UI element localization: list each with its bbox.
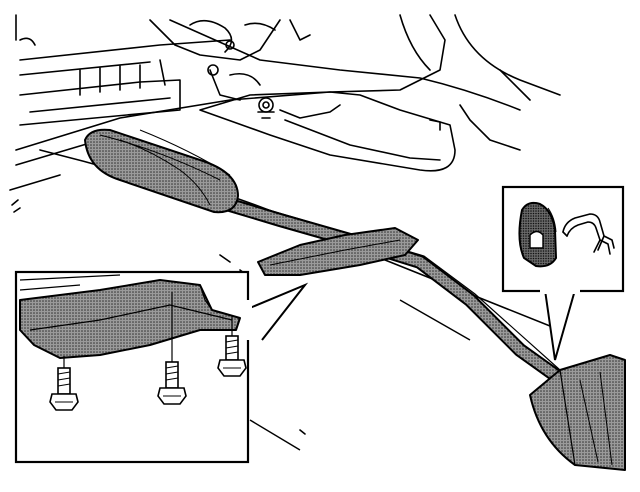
wire-clip-icon — [562, 213, 615, 255]
muffler — [529, 354, 626, 471]
callout-heat-shield — [19, 274, 241, 359]
bolts-callout — [14, 270, 309, 464]
bolt-icon — [217, 316, 247, 377]
rubber-hanger-icon — [518, 201, 558, 268]
exhaust-pipe — [223, 198, 562, 382]
catalytic-converter — [83, 128, 240, 214]
ground-lines — [249, 299, 471, 451]
bolt-icon — [157, 292, 187, 405]
hanger-callout — [501, 185, 625, 361]
bolt-icon — [49, 356, 79, 411]
pipe-heat-shield — [257, 227, 419, 276]
